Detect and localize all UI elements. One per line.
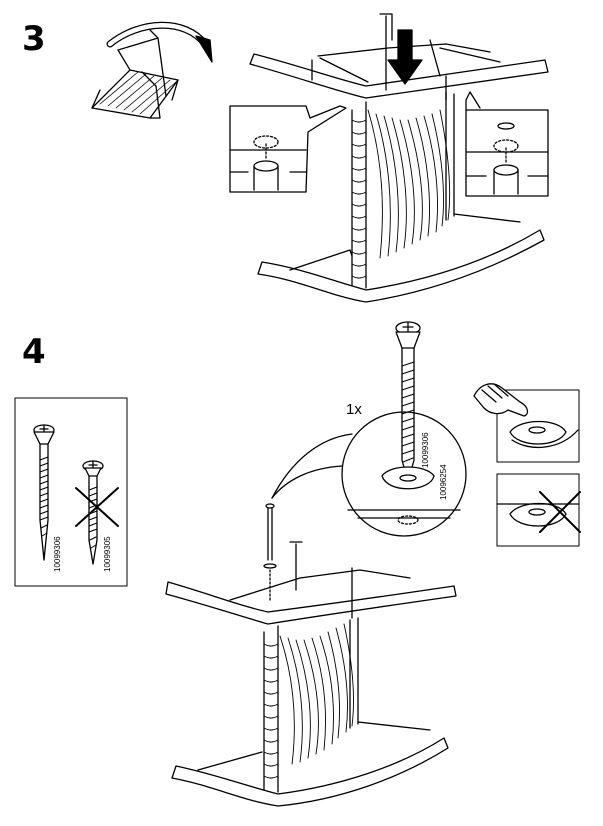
washer-correct-inset: [473, 383, 580, 463]
legend-part-wrong: 10099305: [103, 536, 112, 572]
screw-legend-box: 10099306 10099305: [14, 397, 128, 587]
screw-detail-magnifier: 10099306 10096254: [271, 321, 467, 537]
screw-part-number: 10099306: [421, 432, 430, 468]
step-4-number: 4: [22, 332, 46, 372]
screw-small-icon: [263, 503, 277, 603]
detail-inset-left: [229, 105, 347, 193]
washer-wrong-inset: [496, 473, 581, 547]
rotate-arrow-icon: [106, 21, 213, 63]
flip-chair-icon: [91, 29, 179, 119]
washer-part-number: 10096254: [439, 464, 448, 500]
quantity-label: 1x: [346, 401, 362, 418]
push-down-arrow-icon: [387, 29, 423, 85]
detail-inset-right: [465, 91, 549, 197]
legend-part-correct: 10099306: [53, 536, 62, 572]
chair-step3: [249, 13, 549, 303]
chair-step4: [165, 541, 457, 807]
step-3-number: 3: [22, 19, 46, 59]
